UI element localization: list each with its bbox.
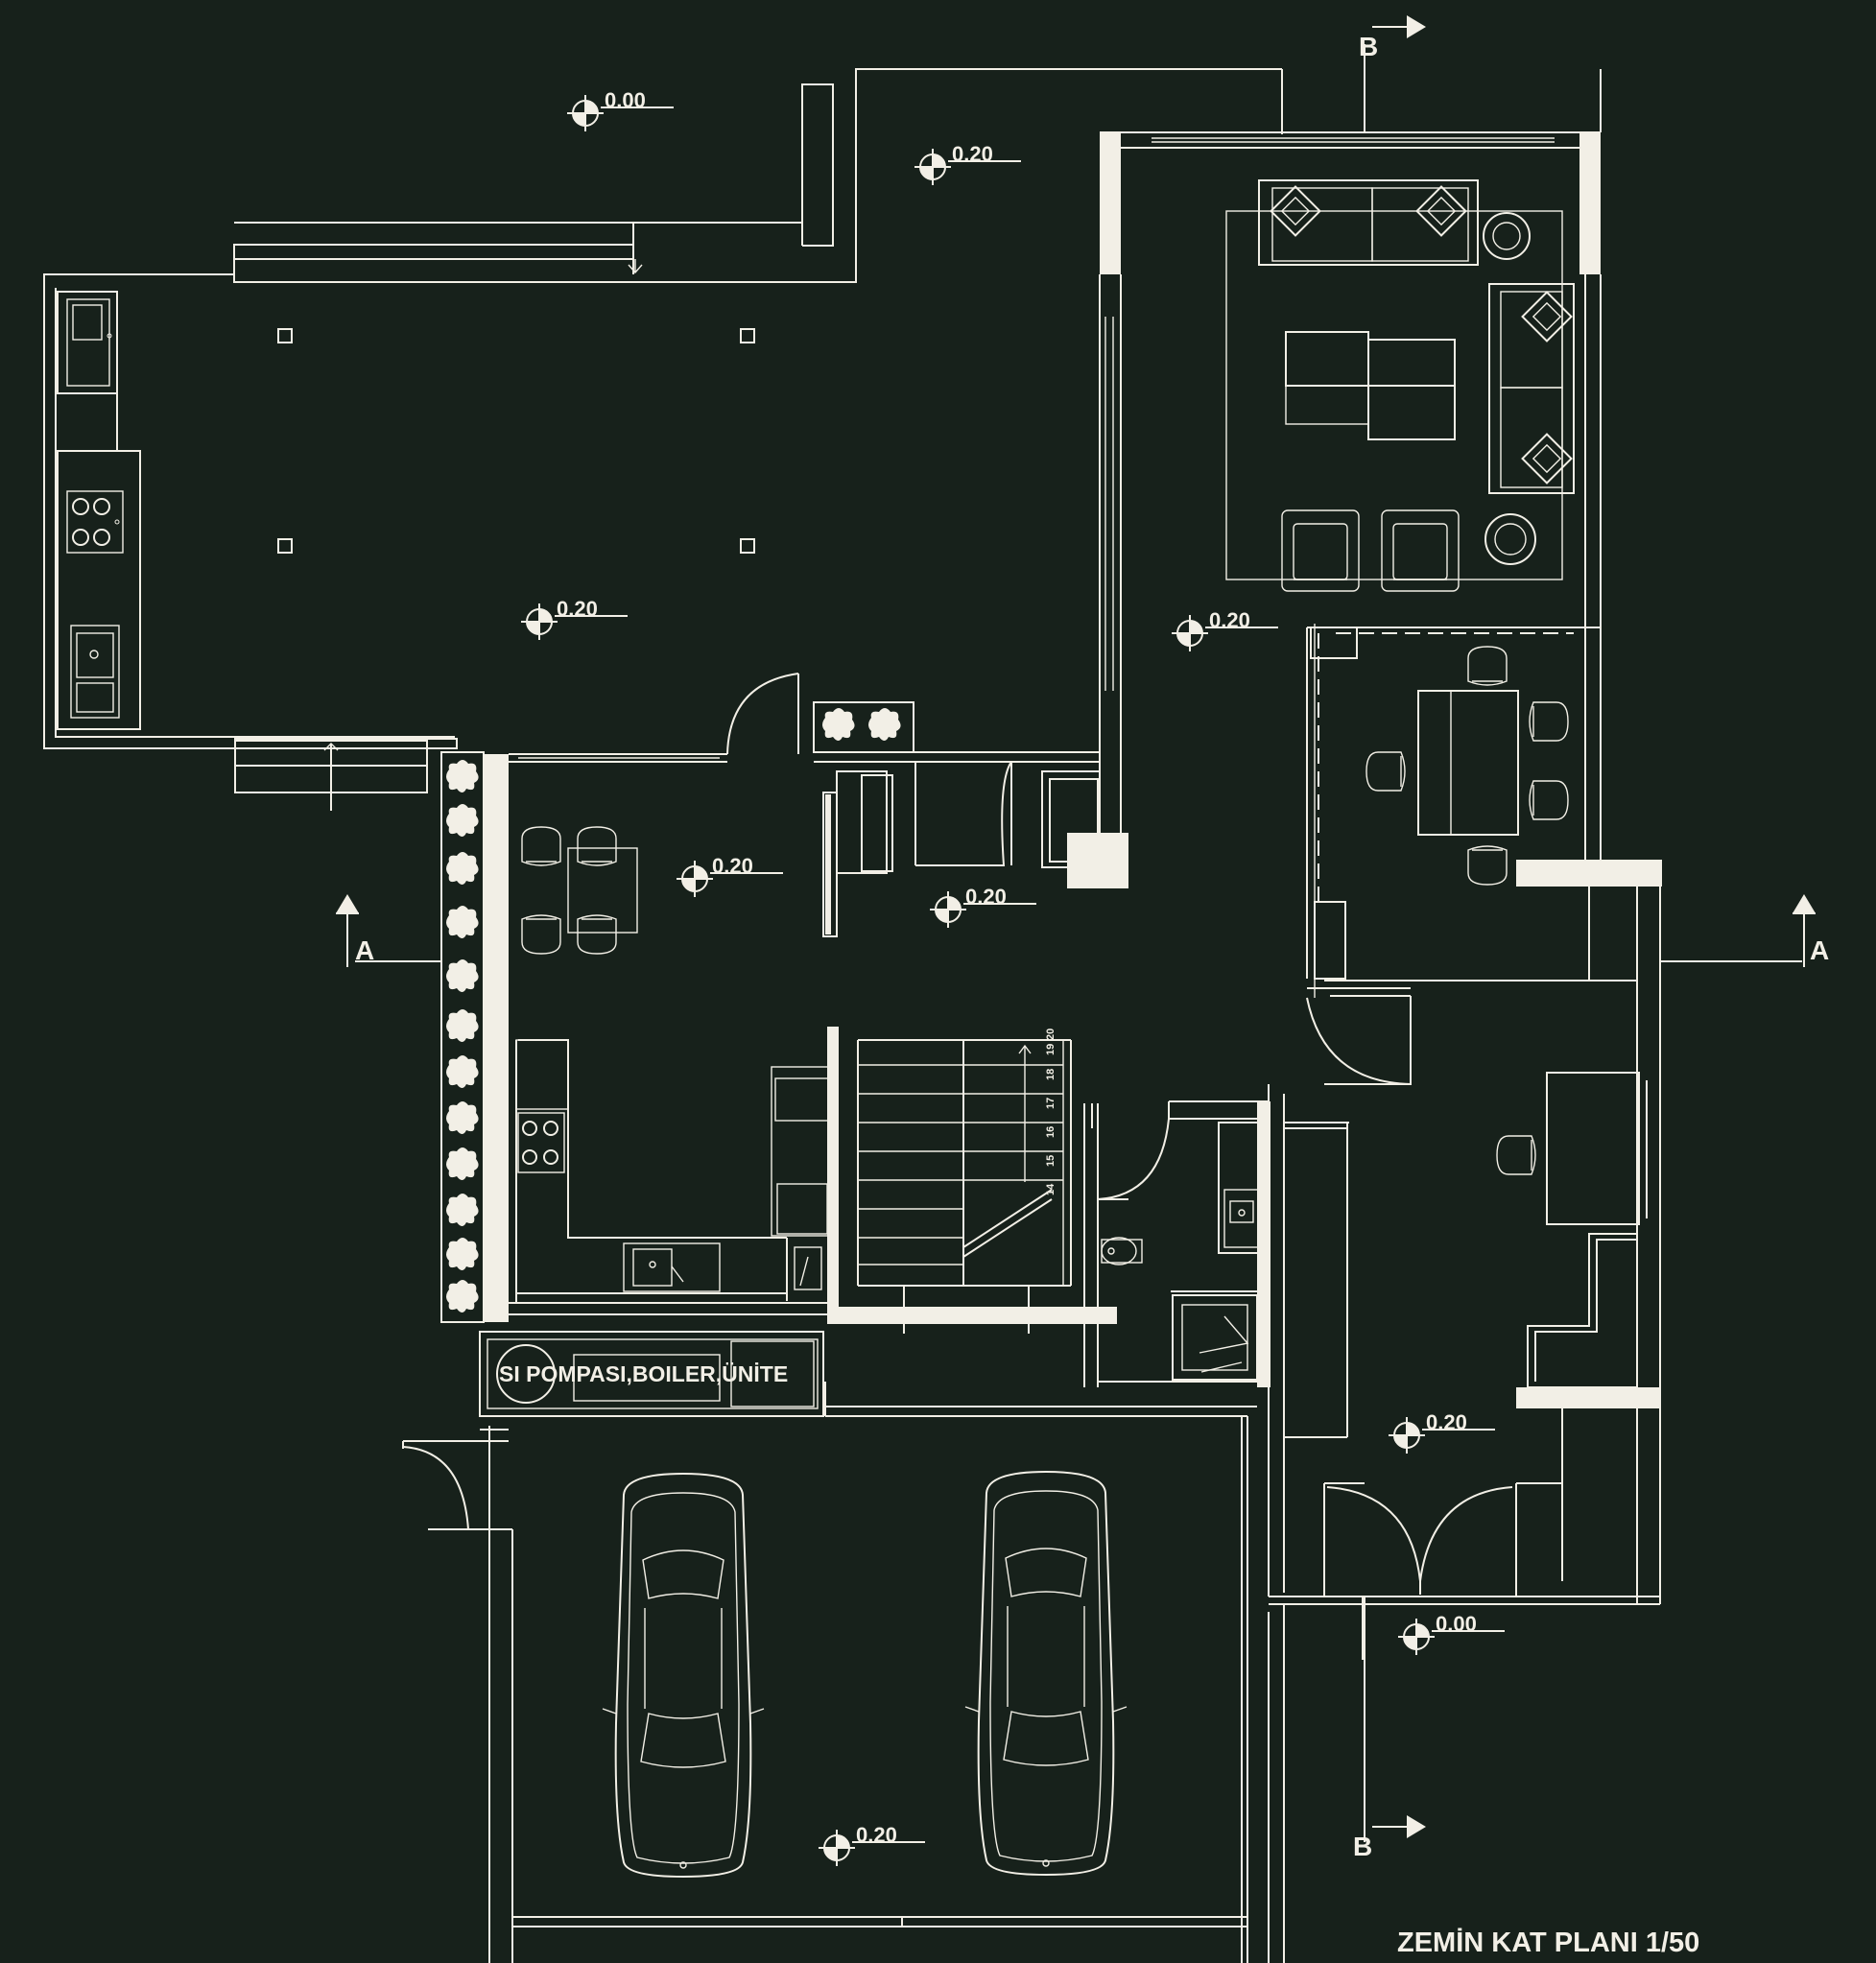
mechanical-room-label: SI POMPASI,BOILER,ÜNİTE xyxy=(499,1361,788,1386)
staircase xyxy=(827,1027,1117,1334)
stair-step-numbers: 14 15 16 17 18 19 20 xyxy=(1045,1029,1057,1195)
section-a-label-right: A xyxy=(1810,935,1829,965)
mechanical-room xyxy=(479,1331,824,1431)
stair-step-20: 20 xyxy=(1045,1029,1057,1040)
kitchen-furniture xyxy=(515,826,830,1303)
section-a-label-left: A xyxy=(355,935,374,965)
elevation-label-entrance-outside: 0.00 xyxy=(1436,1612,1477,1636)
elevation-label-terrace-top: 0.00 xyxy=(605,88,646,112)
stair-step-17: 17 xyxy=(1045,1098,1057,1109)
stair-step-18: 18 xyxy=(1045,1069,1057,1080)
stair-step-14: 14 xyxy=(1045,1183,1057,1195)
garage xyxy=(402,1382,1257,1963)
left-terrace xyxy=(43,68,1282,811)
wc-block xyxy=(1083,1100,1270,1387)
elevation-label-garden-upper: 0.20 xyxy=(952,142,993,166)
section-b-label-bottom: B xyxy=(1353,1832,1372,1861)
dining-furniture xyxy=(1365,646,1569,886)
stair-step-19: 19 xyxy=(1045,1044,1057,1055)
living-furniture xyxy=(1225,179,1575,592)
study-furniture xyxy=(1496,1135,1536,1175)
elevation-label-entrance-hall: 0.20 xyxy=(1426,1410,1467,1434)
elevation-label-terrace-main: 0.20 xyxy=(557,597,598,621)
planter-strip xyxy=(440,751,485,1323)
main-walls xyxy=(484,69,1662,1963)
stair-step-15: 15 xyxy=(1045,1155,1057,1167)
stair-step-16: 16 xyxy=(1045,1126,1057,1138)
elevation-label-hall-center: 0.20 xyxy=(965,885,1007,909)
elevation-label-garage: 0.20 xyxy=(856,1823,897,1847)
section-b xyxy=(1364,15,1426,1842)
elevation-label-living-hall: 0.20 xyxy=(1209,608,1250,632)
section-a xyxy=(336,894,1816,967)
plan-title: ZEMİN KAT PLANI 1/50 xyxy=(1397,1928,1699,1958)
section-b-label-top: B xyxy=(1359,32,1378,61)
elevation-label-dining: 0.20 xyxy=(712,854,753,878)
